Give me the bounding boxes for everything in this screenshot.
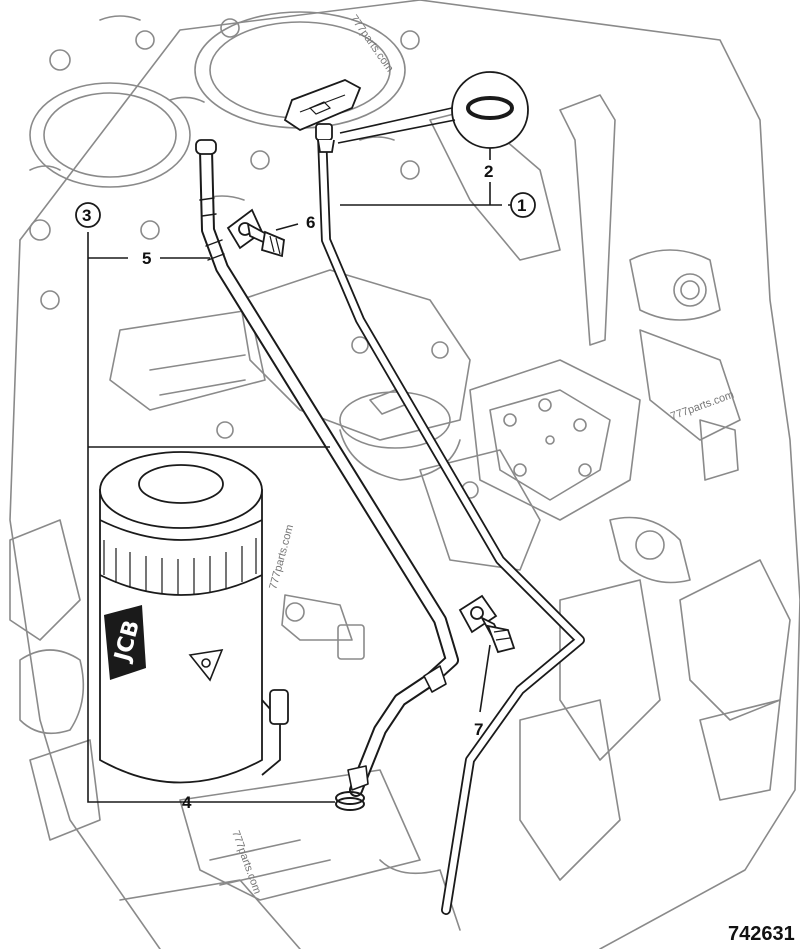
svg-text:6: 6 <box>306 213 315 232</box>
callout-2: 2 <box>484 162 493 181</box>
watermark-bottom: 777parts.com <box>229 829 263 896</box>
jcb-logo: JCB <box>104 605 146 680</box>
oil-filter <box>99 451 289 784</box>
svg-text:3: 3 <box>82 206 91 225</box>
watermark-right: 777parts.com <box>669 389 736 423</box>
callout-7: 7 <box>474 720 483 739</box>
svg-text:7: 7 <box>474 720 483 739</box>
tube-seal <box>335 791 365 811</box>
svg-text:4: 4 <box>182 793 192 812</box>
dipstick-tube <box>317 130 585 915</box>
callout-3: 3 <box>75 202 101 228</box>
o-ring-seal <box>337 71 529 149</box>
dipstick-handle <box>283 79 362 153</box>
lower-bolt <box>458 594 516 654</box>
upper-bolt <box>226 208 285 258</box>
watermark-middle: 777parts.com <box>267 523 296 590</box>
callout-1: 1 <box>510 192 536 218</box>
filter-warning-symbol <box>188 648 224 682</box>
svg-text:1: 1 <box>517 196 526 215</box>
callout-5: 5 <box>142 249 151 268</box>
svg-text:5: 5 <box>142 249 151 268</box>
svg-text:2: 2 <box>484 162 493 181</box>
engine-block-background <box>9 0 800 949</box>
callout-4: 4 <box>182 793 192 812</box>
drawing-number: 742631 <box>728 923 795 945</box>
callout-6: 6 <box>306 213 315 232</box>
watermark-top: 777parts.com <box>348 13 396 74</box>
tube <box>195 139 459 797</box>
